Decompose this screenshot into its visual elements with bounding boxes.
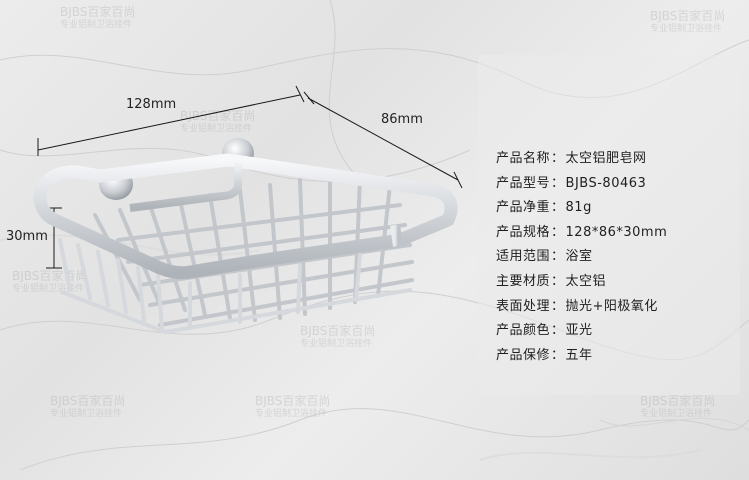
watermark-tagline: 专业铝制卫浴挂件: [640, 409, 713, 419]
spec-label: 产品名称: [496, 151, 551, 166]
spec-row: 产品颜色：亚光: [496, 319, 667, 344]
spec-label: 适用范围: [496, 249, 551, 265]
spec-row: 产品保修：五年: [496, 344, 667, 369]
wire-grid: [93, 176, 414, 327]
watermark-tagline: 专业铝制卫浴挂件: [12, 284, 85, 294]
spec-value: 浴室: [565, 249, 593, 265]
spec-value: 81g: [565, 200, 592, 216]
spec-separator: ：: [551, 249, 565, 265]
watermark-brand: BJBS百家百尚: [180, 109, 256, 123]
watermark: BJBS百家百尚专业铝制卫浴挂件: [180, 110, 255, 136]
watermark-tagline: 专业铝制卫浴挂件: [300, 339, 373, 349]
spec-separator: ：: [551, 224, 565, 240]
watermark-tagline: 专业铝制卫浴挂件: [650, 24, 723, 34]
rim-corner: [390, 224, 403, 247]
watermark: BJBS百家百尚专业铝制卫浴挂件: [300, 325, 375, 351]
spec-value: 128*86*30mm: [565, 224, 668, 240]
spec-value: 亚光: [565, 323, 593, 339]
watermark: BJBS百家百尚专业铝制卫浴挂件: [640, 395, 715, 421]
spec-row: 产品名称：太空铝肥皂网: [496, 147, 667, 172]
spec-label: 产品净重: [496, 200, 551, 216]
watermark-brand: BJBS百家百尚: [650, 9, 726, 23]
spec-separator: ：: [551, 347, 565, 363]
watermark-brand: BJBS百家百尚: [640, 394, 716, 408]
height-dimension-label: 30mm: [6, 229, 48, 244]
spec-label: 产品颜色: [496, 323, 551, 339]
spec-row: 产品规格：128*86*30mm: [496, 221, 667, 246]
back-bar: [129, 160, 242, 212]
watermark: BJBS百家百尚专业铝制卫浴挂件: [60, 6, 135, 32]
width-dimension-label: 128mm: [126, 97, 177, 112]
watermark: BJBS百家百尚专业铝制卫浴挂件: [50, 395, 125, 421]
spec-label: 产品规格: [496, 224, 551, 240]
spec-label: 表面处理: [496, 298, 551, 314]
spec-label: 主要材质: [496, 273, 551, 289]
spec-value: 抛光+阳极氧化: [565, 298, 658, 314]
spec-row: 适用范围：浴室: [496, 245, 667, 270]
spec-row: 主要材质：太空铝: [496, 270, 667, 295]
watermark-brand: BJBS百家百尚: [300, 324, 376, 338]
watermark-tagline: 专业铝制卫浴挂件: [50, 409, 123, 419]
spec-value: 太空铝: [565, 273, 607, 289]
spec-row: 产品净重：81g: [496, 196, 667, 221]
spec-separator: ：: [551, 298, 565, 314]
watermark-brand: BJBS百家百尚: [50, 394, 126, 408]
watermark: BJBS百家百尚专业铝制卫浴挂件: [650, 10, 725, 36]
spec-row: 表面处理：抛光+阳极氧化: [496, 295, 667, 320]
watermark: BJBS百家百尚专业铝制卫浴挂件: [255, 395, 330, 421]
watermark-brand: BJBS百家百尚: [255, 394, 331, 408]
spec-row: 产品型号：BJBS-80463: [496, 172, 667, 197]
front-wires: [58, 238, 412, 335]
spec-separator: ：: [551, 200, 565, 216]
spec-label: 产品型号: [496, 175, 551, 191]
spec-value: 五年: [565, 347, 593, 363]
soap-basket-photo: [33, 85, 463, 335]
spec-panel: [478, 55, 740, 395]
spec-value: BJBS-80463: [565, 175, 647, 191]
watermark-brand: BJBS百家百尚: [60, 5, 136, 19]
watermark-tagline: 专业铝制卫浴挂件: [60, 20, 133, 30]
spec-value: 太空铝肥皂网: [565, 151, 647, 166]
spec-separator: ：: [551, 175, 565, 191]
spec-label: 产品保修: [496, 347, 551, 363]
depth-dimension-label: 86mm: [381, 112, 423, 127]
basket-rim: [33, 153, 458, 280]
spec-separator: ：: [551, 323, 565, 339]
watermark-tagline: 专业铝制卫浴挂件: [180, 124, 253, 134]
spec-separator: ：: [551, 273, 565, 289]
spec-separator: ：: [551, 151, 565, 166]
watermark-tagline: 专业铝制卫浴挂件: [255, 409, 328, 419]
